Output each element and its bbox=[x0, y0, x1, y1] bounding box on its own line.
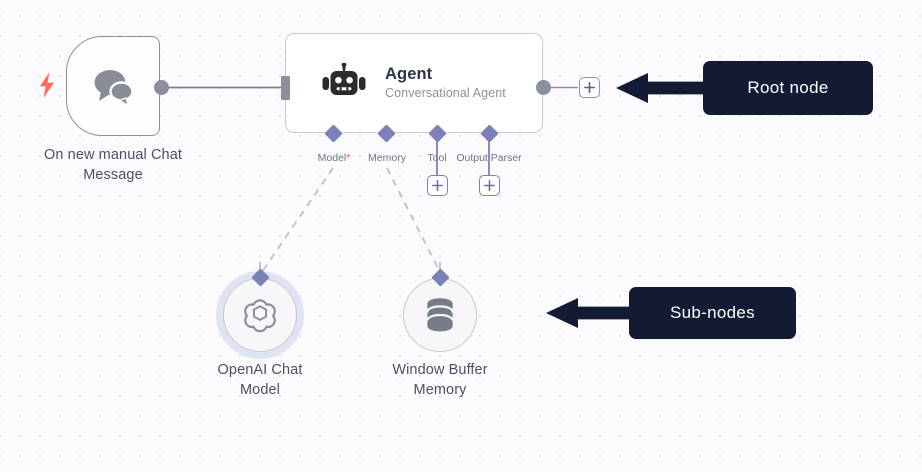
connector-label-output-parser: Output Parser bbox=[456, 152, 522, 164]
openai-caption-line2: Model bbox=[240, 382, 280, 398]
connector-label-model: Model* bbox=[279, 152, 389, 165]
annotation-root-node: Root node bbox=[703, 61, 873, 115]
trigger-caption-line2: Message bbox=[83, 167, 143, 183]
required-asterisk-model: * bbox=[346, 152, 351, 164]
node-label-window-buffer-memory: Window Buffer Memory bbox=[353, 360, 527, 400]
node-on-new-manual-chat-message[interactable] bbox=[66, 36, 160, 136]
agent-output-port[interactable] bbox=[536, 80, 551, 95]
annotation-arrow-root-node bbox=[616, 73, 708, 103]
add-node-button-tool[interactable] bbox=[427, 175, 448, 196]
plus-icon bbox=[484, 180, 495, 191]
node-agent[interactable]: Agent Conversational Agent bbox=[285, 33, 543, 133]
node-label-openai-chat-model: OpenAI Chat Model bbox=[173, 360, 347, 400]
lightning-bolt-icon bbox=[40, 72, 54, 98]
agent-text-block: Agent Conversational Agent bbox=[385, 65, 506, 102]
node-openai-chat-model[interactable] bbox=[223, 278, 297, 352]
node-label-trigger: On new manual Chat Message bbox=[14, 145, 212, 185]
annotation-arrow-sub-nodes bbox=[546, 298, 636, 328]
robot-icon bbox=[322, 63, 366, 95]
plus-icon bbox=[432, 180, 443, 191]
openai-caption-line1: OpenAI Chat bbox=[217, 362, 303, 378]
memory-caption-line1: Window Buffer bbox=[392, 362, 488, 378]
add-node-button-agent-output[interactable] bbox=[579, 77, 600, 98]
add-node-button-output-parser[interactable] bbox=[479, 175, 500, 196]
plus-icon bbox=[584, 82, 595, 93]
memory-caption-line2: Memory bbox=[413, 382, 467, 398]
trigger-output-port[interactable] bbox=[154, 80, 169, 95]
trigger-caption-line1: On new manual Chat bbox=[43, 147, 182, 163]
annotation-sub-nodes-label: Sub-nodes bbox=[670, 303, 755, 322]
agent-subtitle: Conversational Agent bbox=[385, 85, 506, 100]
node-window-buffer-memory[interactable] bbox=[403, 278, 477, 352]
connector-label-memory: Memory bbox=[368, 152, 406, 164]
agent-input-port[interactable] bbox=[281, 76, 290, 100]
openai-logo-icon bbox=[244, 299, 276, 333]
chat-bubbles-icon bbox=[94, 70, 134, 106]
annotation-root-node-label: Root node bbox=[747, 78, 829, 97]
database-icon bbox=[426, 298, 454, 332]
edge-model-to-openai bbox=[261, 167, 334, 273]
annotation-sub-nodes: Sub-nodes bbox=[629, 287, 796, 339]
connector-label-tool: Tool bbox=[427, 152, 447, 164]
connector-label-model-text: Model bbox=[317, 152, 347, 164]
agent-title: Agent bbox=[385, 64, 433, 83]
